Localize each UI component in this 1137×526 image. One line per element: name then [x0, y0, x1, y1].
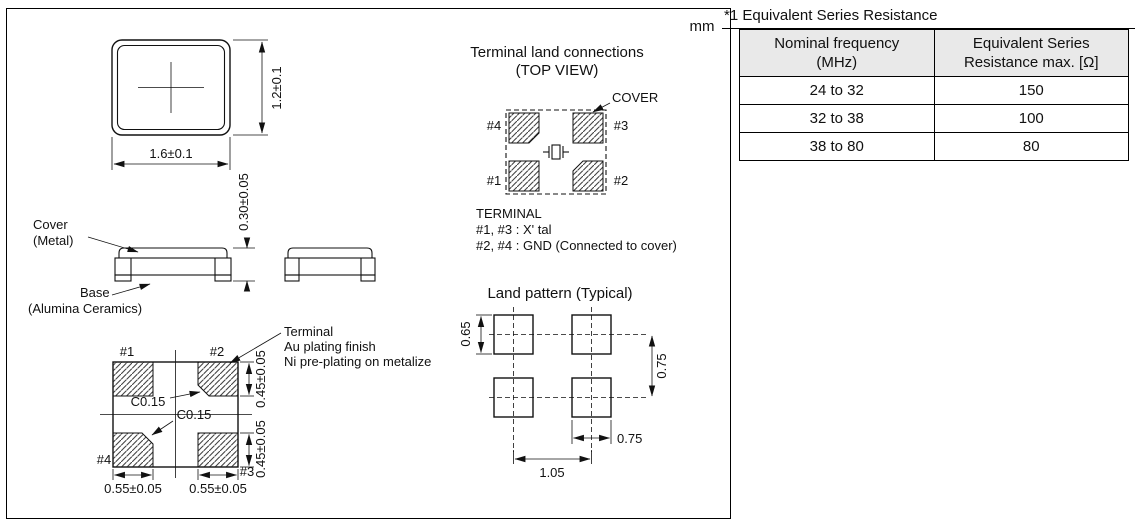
package-top-view: 1.2±0.1 1.6±0.1	[111, 39, 284, 170]
dim-thickness-lines	[233, 237, 255, 292]
dim-height-label: 1.2±0.1	[269, 66, 284, 109]
drawing-frame	[6, 8, 731, 519]
pattern-center-lines	[489, 307, 647, 452]
pattern-dim-right-label: 0.75	[654, 353, 669, 378]
esr-table: Nominal frequency (MHz) Equivalent Serie…	[739, 29, 1129, 161]
esr-frequency-cell: 38 to 80	[739, 132, 935, 161]
esr-resistance-cell: 100	[933, 104, 1129, 133]
chamfer1-label: C0.15	[131, 394, 166, 409]
land-pin2-label: #2	[614, 173, 628, 188]
dim-height-lines	[233, 39, 268, 136]
dim-pad-h1-label: 0.45±0.05	[253, 350, 268, 408]
bottom-center-lines	[100, 350, 252, 478]
pattern-dim-left-label: 0.65	[458, 321, 473, 346]
dim-pad-width-lines	[112, 469, 239, 480]
land-pin3-label: #3	[614, 118, 628, 133]
terminal-pad-1	[112, 361, 154, 397]
land-pin1-label: #1	[487, 173, 501, 188]
esr-header-row: Nominal frequency (MHz) Equivalent Serie…	[739, 29, 1129, 77]
land-pattern-title: Land pattern (Typical)	[487, 285, 632, 302]
esr-resistance-cell: 150	[933, 76, 1129, 105]
pin3-label: #3	[240, 464, 254, 479]
land-connections-title-line1: Terminal land connections	[470, 44, 643, 61]
dim-pad-height-lines	[240, 361, 254, 468]
dim-pad-h2-label: 0.45±0.05	[253, 420, 268, 478]
chamfer2-label: C0.15	[177, 407, 212, 422]
dim-thickness-label: 0.30±0.05	[236, 173, 251, 231]
front-view	[114, 247, 232, 282]
land-connections-title-line2: (TOP VIEW)	[516, 62, 599, 79]
cover-seam-outline	[116, 44, 226, 131]
esr-col-frequency-header-line1: Nominal frequency	[774, 35, 900, 52]
base-label-line2: (Alumina Ceramics)	[28, 301, 142, 316]
esr-col-resistance-header-line1: Equivalent Series	[972, 35, 1090, 52]
unit-label: mm	[690, 18, 715, 35]
terminal-pad-2	[197, 361, 239, 397]
pattern-dim-padwidth-label: 0.75	[617, 431, 642, 446]
terminal-heading: TERMINAL	[476, 206, 542, 221]
pin4-label: #4	[97, 452, 111, 467]
pattern-dim-pitch-label: 1.05	[539, 465, 564, 480]
center-lines	[138, 62, 204, 113]
esr-col-resistance-header-line2: Resistance max. [Ω]	[963, 54, 1099, 71]
pin1-label: #1	[120, 344, 134, 359]
package-bottom-view: #1 #2 #4 #3 C0.15 C0.15 0.55±0.05 0.55±0…	[97, 324, 432, 496]
dim-pad-w1-label: 0.55±0.05	[104, 481, 162, 496]
base-leader-line	[111, 283, 151, 296]
land-pattern-view: Land pattern (Typical)	[458, 285, 669, 480]
pattern-pads	[493, 314, 612, 418]
esr-col-frequency-header: Nominal frequency (MHz)	[739, 29, 935, 77]
cover-callout-label: COVER	[612, 90, 658, 105]
chamfer1-leader	[169, 390, 201, 399]
terminal-note-leader	[229, 332, 282, 364]
cover-callout-leader	[592, 102, 611, 113]
side-views: 0.30±0.05 Cover (Metal) Base (Alumina Ce…	[28, 173, 376, 316]
crystal-symbol	[543, 144, 569, 160]
esr-frequency-cell: 24 to 32	[739, 76, 935, 105]
land-pin4-label: #4	[487, 118, 501, 133]
cover-hidden-outline	[505, 109, 607, 195]
terminal-note2: #2, #4 : GND (Connected to cover)	[476, 238, 677, 253]
esr-title: *1 Equivalent Series Resistance	[722, 6, 1135, 29]
dim-pad-w2-label: 0.55±0.05	[189, 481, 247, 496]
terminal-pad-4	[112, 432, 154, 468]
esr-section: *1 Equivalent Series Resistance Nominal …	[722, 6, 1135, 161]
land-pad-1	[508, 160, 540, 192]
terminal-pad-3	[197, 432, 239, 468]
esr-frequency-cell: 32 to 38	[739, 104, 935, 133]
land-connections-view: Terminal land connections (TOP VIEW) COV…	[470, 44, 677, 253]
terminal-note-line2: Au plating finish	[284, 339, 376, 354]
cover-label-line1: Cover	[33, 217, 68, 232]
land-pad-4	[508, 112, 540, 144]
cover-leader-line	[87, 236, 139, 253]
pattern-dim-lines	[476, 314, 656, 464]
pin2-label: #2	[210, 344, 224, 359]
side-view	[284, 247, 376, 282]
land-pad-2	[572, 160, 604, 192]
terminal-note-line1: Terminal	[284, 324, 333, 339]
dimension-drawing: mm 1.2±0.1 1.6±0.1	[6, 8, 731, 519]
base-label-line1: Base	[80, 285, 110, 300]
cover-label-line2: (Metal)	[33, 233, 73, 248]
terminal-note-line3: Ni pre-plating on metalize	[284, 354, 431, 369]
esr-resistance-cell: 80	[933, 132, 1129, 161]
esr-col-resistance-header: Equivalent Series Resistance max. [Ω]	[933, 29, 1129, 77]
table-row: 38 to 80 80	[739, 132, 1129, 161]
bottom-outline	[112, 361, 239, 468]
chamfer2-leader	[151, 420, 174, 436]
esr-col-frequency-header-line2: (MHz)	[816, 54, 858, 71]
dim-width-label: 1.6±0.1	[149, 146, 192, 161]
dim-width-lines	[111, 137, 231, 170]
terminal-note1: #1, #3 : X' tal	[476, 222, 552, 237]
table-row: 32 to 38 100	[739, 104, 1129, 133]
land-pad-3	[572, 112, 604, 144]
package-outline	[111, 39, 231, 136]
table-row: 24 to 32 150	[739, 76, 1129, 105]
